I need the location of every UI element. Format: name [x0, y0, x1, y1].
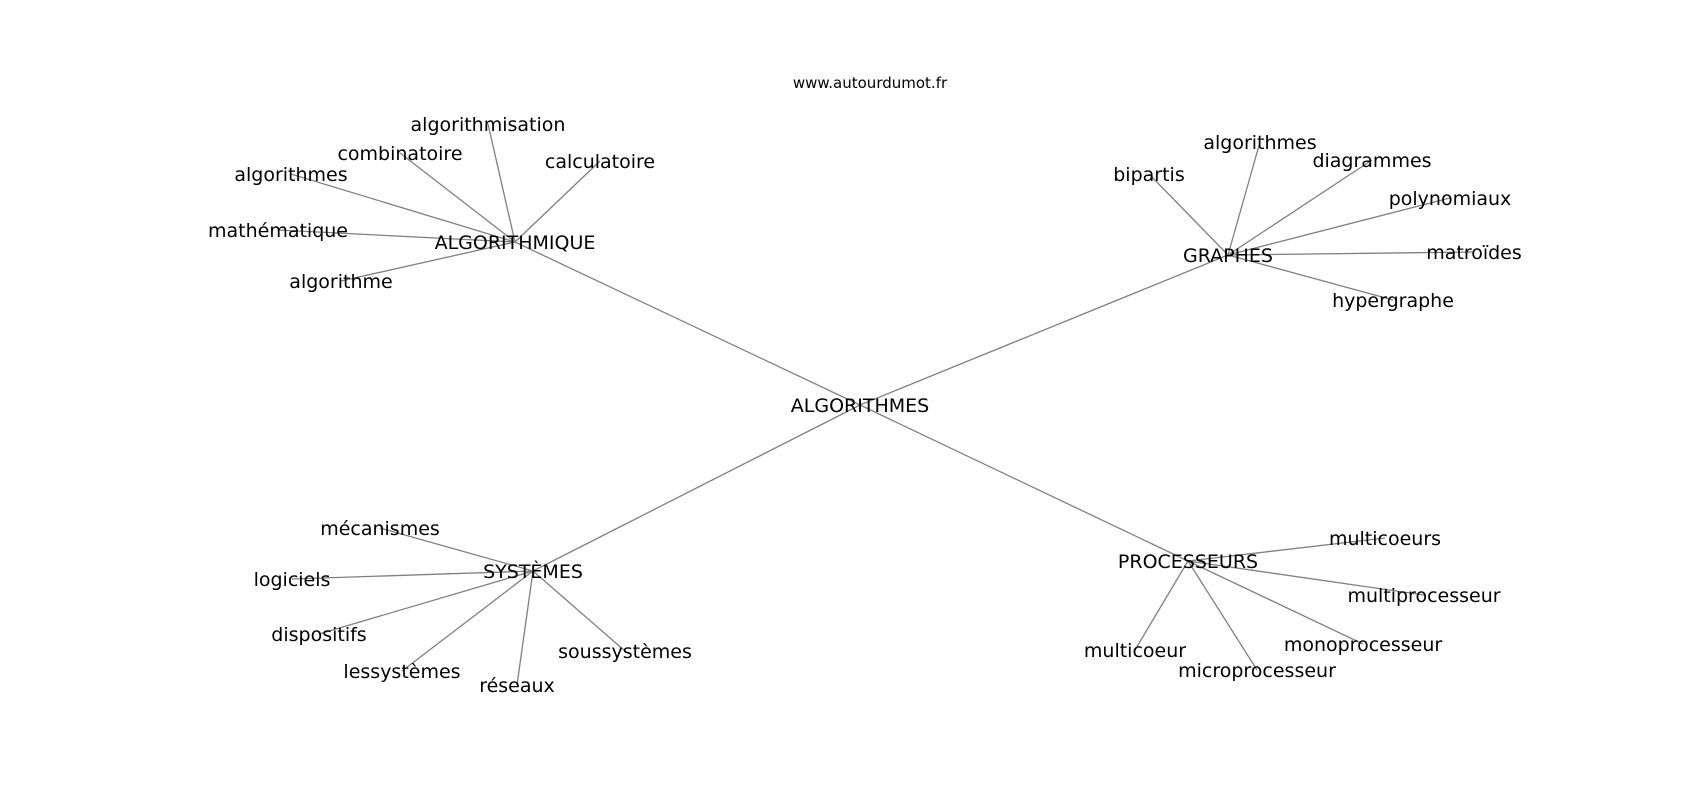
word-node: mécanismes — [320, 518, 440, 540]
word-node: algorithmes — [1203, 132, 1316, 154]
edge-cluster-word — [1227, 254, 1394, 301]
cluster-node: PROCESSEURS — [1118, 551, 1258, 573]
word-node: calculatoire — [545, 151, 655, 173]
cluster-node: SYSTÈMES — [483, 560, 583, 583]
word-node: multiprocesseur — [1347, 585, 1500, 607]
word-node: multicoeur — [1084, 640, 1186, 662]
word-node: logiciels — [254, 569, 331, 591]
edge-root-cluster — [532, 404, 861, 572]
edge-cluster-word — [1227, 251, 1475, 256]
edge-cluster-word — [1187, 560, 1425, 596]
edge-root-cluster — [514, 241, 861, 406]
edge-cluster-word — [1227, 159, 1373, 256]
site-url: www.autourdumot.fr — [793, 74, 948, 92]
edge-cluster-word — [1187, 560, 1364, 645]
edge-cluster-word — [516, 570, 534, 686]
edge-cluster-word — [514, 160, 601, 243]
word-node: monoprocesseur — [1284, 634, 1443, 656]
edge-cluster-word — [1187, 537, 1386, 562]
edge-cluster-word — [318, 570, 534, 635]
edge-root-cluster — [859, 404, 1189, 562]
word-node: algorithmisation — [411, 114, 566, 136]
edge-cluster-word — [532, 570, 626, 652]
edge-cluster-word — [1134, 560, 1189, 651]
edge-cluster-word — [487, 123, 516, 243]
edge-cluster-word — [379, 527, 534, 572]
edge-root-cluster — [859, 254, 1229, 406]
cluster-node: ALGORITHMIQUE — [435, 232, 596, 254]
edge-cluster-word — [277, 229, 516, 243]
word-node: multicoeurs — [1329, 528, 1441, 550]
edge-cluster-word — [340, 241, 516, 282]
edge-cluster-word — [1187, 560, 1258, 671]
word-node: hypergraphe — [1332, 290, 1454, 312]
edge-cluster-word — [291, 570, 534, 580]
word-node: soussystèmes — [558, 641, 692, 663]
word-node: réseaux — [479, 675, 555, 697]
edges-layer — [277, 123, 1475, 686]
nodes-layer: ALGORITHMES ALGORITHMIQUE algorithmisation… — [208, 114, 1522, 697]
edge-cluster-word — [1148, 173, 1229, 256]
edge-cluster-word — [399, 152, 516, 243]
word-node: bipartis — [1113, 164, 1184, 186]
edge-cluster-word — [1227, 141, 1261, 256]
cluster-node: GRAPHES — [1183, 245, 1273, 267]
word-node: polynomiaux — [1389, 188, 1512, 210]
edge-cluster-word — [1227, 197, 1451, 256]
word-node: matroïdes — [1426, 242, 1522, 264]
word-node: diagrammes — [1312, 150, 1431, 172]
word-node: algorithme — [289, 271, 392, 293]
edge-cluster-word — [401, 570, 534, 672]
word-node: algorithmes — [234, 164, 347, 186]
word-node: combinatoire — [337, 143, 462, 165]
word-node: microprocesseur — [1178, 660, 1336, 682]
edge-cluster-word — [290, 173, 516, 243]
root-node: ALGORITHMES — [791, 395, 929, 417]
word-node: lessystèmes — [343, 661, 460, 683]
word-node: dispositifs — [271, 624, 366, 646]
word-node: mathématique — [208, 220, 348, 242]
